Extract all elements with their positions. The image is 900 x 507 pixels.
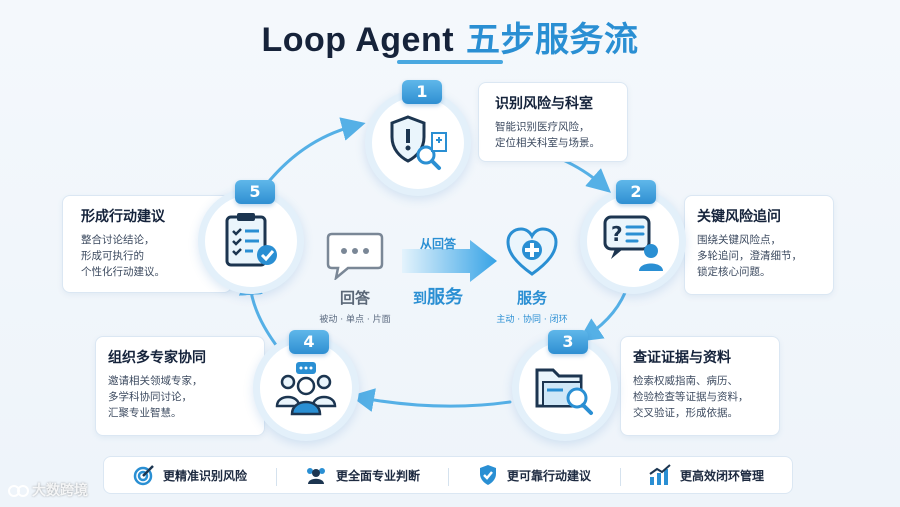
step-5-title: 形成行动建议 — [81, 209, 165, 225]
benefit-efficient-loop: 更高效闭环管理 — [620, 464, 792, 486]
page-title: Loop Agent 五步服务流 — [0, 12, 900, 61]
benefits-bar: 更精准识别风险 更全面专业判断 更可靠行动建议 更高效闭环管理 — [103, 456, 793, 494]
benefit-reliable-advice-label: 更可靠行动建议 — [506, 468, 591, 483]
service-label-group: 服务 主动 · 协同 · 闭环 — [482, 287, 582, 325]
watermark: 大数跨境 — [8, 480, 88, 500]
step-4-card: 组织多专家协同 邀请相关领域专家， 多学科协同讨论， 汇聚专业智慧。 — [95, 336, 265, 436]
benefit-comprehensive-judgment-label: 更全面专业判断 — [335, 468, 420, 483]
step-4-desc: 邀请相关领域专家， 多学科协同讨论， 汇聚专业智慧。 — [108, 375, 203, 419]
step-2-badge: 2 — [616, 180, 656, 204]
to-service-prefix: 到 — [413, 291, 427, 307]
shield-check-icon — [479, 465, 496, 485]
heart-medical-icon — [506, 227, 558, 276]
title-english: Loop Agent — [261, 21, 455, 59]
question-chat-icon: ? — [603, 215, 663, 271]
step-2-node: ? — [580, 188, 686, 294]
step-2-desc: 围绕关键风险点， 多轮追问，澄清细节， 锁定核心问题。 — [697, 234, 802, 278]
title-chinese: 五步服务流 — [466, 20, 639, 60]
step-1-card: 识别风险与科室 智能识别医疗风险， 定位相关科室与场景。 — [478, 82, 628, 162]
step-3-card: 查证证据与资料 检索权威指南、病历、 检验检查等证据与资料， 交叉验证，形成依据… — [620, 336, 780, 436]
clipboard-check-icon — [225, 213, 277, 267]
step-3-title: 查证证据与资料 — [633, 350, 731, 366]
cycle-arrow-5-1 — [260, 117, 366, 192]
target-icon — [133, 465, 154, 486]
to-service-emphasis: 服务 — [427, 287, 463, 308]
from-answer-text: 从回答 — [420, 237, 457, 251]
step-3-desc: 检索权威指南、病历、 检验检查等证据与资料， 交叉验证，形成依据。 — [633, 375, 749, 419]
answer-subtitle: 被动 · 单点 · 片面 — [319, 315, 391, 325]
cycle-arrow-3-4 — [350, 388, 512, 412]
benefit-efficient-loop-label: 更高效闭环管理 — [679, 468, 764, 483]
step-5-desc: 整合讨论结论， 形成可执行的 个性化行动建议。 — [81, 234, 165, 278]
expert-team-icon — [275, 362, 337, 416]
benefit-reliable-advice: 更可靠行动建议 — [448, 464, 620, 486]
watermark-logo-icon — [8, 485, 29, 497]
step-3-badge: 3 — [548, 330, 588, 354]
step-1-node — [365, 90, 471, 196]
step-4-badge: 4 — [289, 330, 329, 354]
service-subtitle: 主动 · 协同 · 闭环 — [496, 315, 568, 325]
team-icon — [306, 468, 325, 484]
title-underline — [397, 60, 503, 64]
step-4-title: 组织多专家协同 — [108, 350, 206, 366]
svg-text:?: ? — [611, 222, 623, 246]
benefit-comprehensive-judgment: 更全面专业判断 — [276, 464, 448, 486]
benefit-precise-risk: 更精准识别风险 — [104, 464, 276, 486]
step-1-desc: 智能识别医疗风险， 定位相关科室与场景。 — [495, 121, 600, 149]
step-2-card: 关键风险追问 围绕关键风险点， 多轮追问，澄清细节， 锁定核心问题。 — [684, 195, 834, 295]
shield-alert-icon — [390, 115, 447, 170]
to-service-text: 到服务 — [413, 283, 463, 309]
answer-label-group: 回答 被动 · 单点 · 片面 — [305, 287, 405, 325]
step-1-badge: 1 — [402, 80, 442, 104]
chat-bubble-icon — [326, 232, 384, 280]
answer-label: 回答 — [339, 289, 370, 307]
service-label: 服务 — [516, 289, 547, 307]
step-5-badge: 5 — [235, 180, 275, 204]
step-1-title: 识别风险与科室 — [495, 96, 593, 112]
watermark-text: 大数跨境 — [32, 483, 88, 499]
step-2-title: 关键风险追问 — [697, 209, 781, 225]
folder-search-icon — [535, 368, 593, 415]
growth-chart-icon — [649, 464, 671, 485]
benefit-precise-risk-label: 更精准识别风险 — [162, 468, 247, 483]
center-big-arrow — [402, 240, 497, 282]
